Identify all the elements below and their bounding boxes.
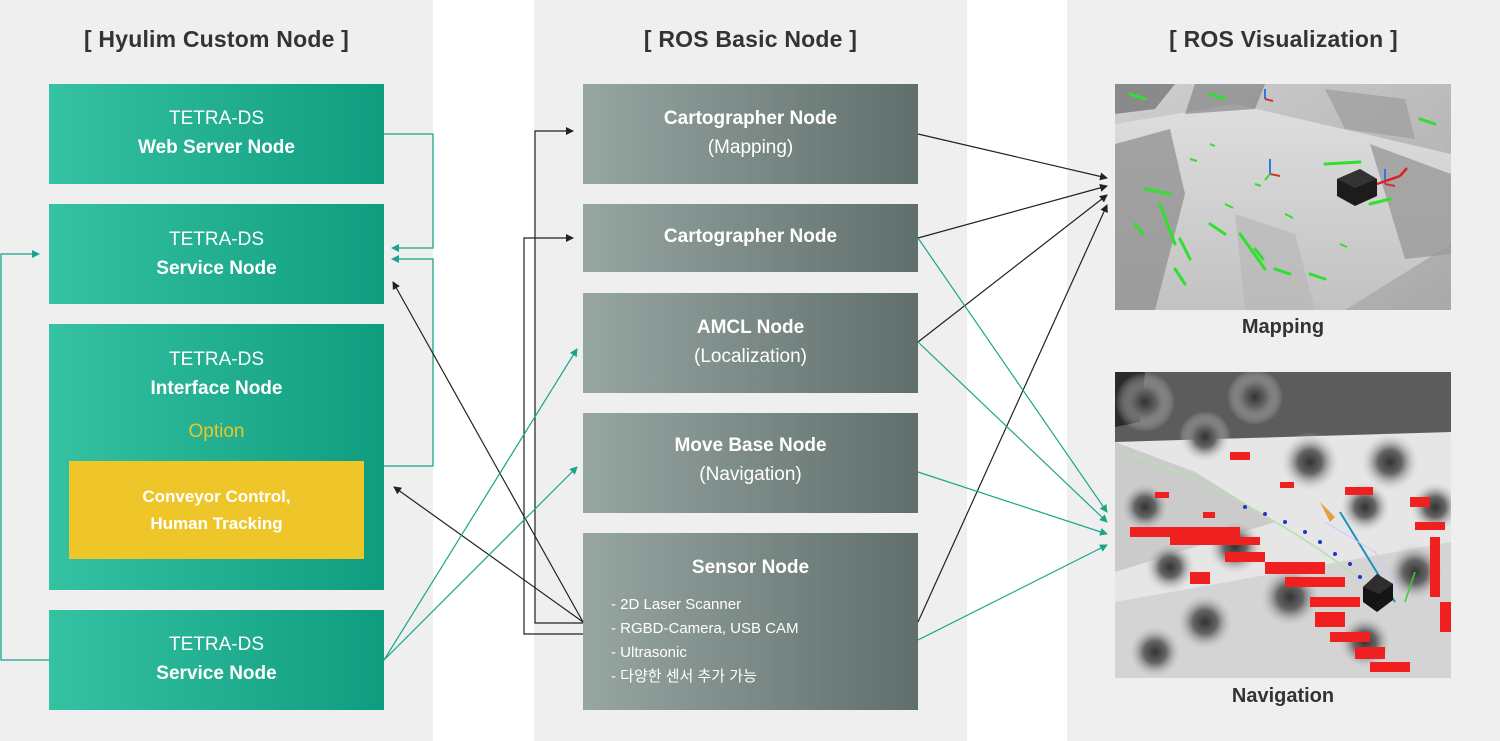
interface-to-service-line [384, 255, 434, 467]
move-base-line2: (Navigation) [699, 464, 802, 485]
move-base-to-navigation-line [917, 471, 1108, 536]
cartographer-mapping-line2: (Mapping) [707, 137, 794, 158]
cartographer-to-mapping-line [917, 184, 1108, 239]
service-node-bottom-line2: Service Node [156, 663, 277, 684]
service-node-bottom-line1: TETRA-DS [169, 634, 264, 655]
web-server-node: TETRA-DS Web Server Node [49, 84, 384, 184]
service-node-top-line1: TETRA-DS [169, 229, 264, 250]
sensor-line1: Sensor Node [691, 557, 810, 578]
service-bottom-to-service-top-line [0, 250, 49, 661]
navigation-image [1115, 372, 1451, 678]
cartographer-node: Cartographer Node [583, 204, 918, 272]
sensor-to-mapping-line [917, 204, 1108, 623]
option-label: Option [188, 421, 245, 442]
mapping-caption: Mapping [1241, 316, 1325, 338]
interface-node: TETRA-DS Interface Node Option Conveyor … [49, 324, 384, 590]
sensor-to-navigation-line [917, 544, 1108, 641]
navigation-scene [1115, 372, 1451, 678]
sensor-item: - RGBD-Camera, USB CAM [611, 620, 799, 637]
move-base-node: Move Base Node (Navigation) [583, 413, 918, 513]
cartographer-mapping-to-mapping-line [917, 133, 1108, 181]
option-box-line1: Conveyor Control, [142, 487, 291, 506]
amcl-node: AMCL Node (Localization) [583, 293, 918, 393]
cartographer-mapping-line1: Cartographer Node [663, 108, 838, 129]
sensor-to-cartographer-line [523, 234, 583, 635]
sensor-to-interface-line [393, 486, 584, 623]
sensor-item: - 2D Laser Scanner [611, 596, 742, 613]
basic-node-title: [ ROS Basic Node ] [643, 26, 858, 52]
sensor-item: - Ultrasonic [611, 644, 687, 661]
sensor-node: Sensor Node - 2D Laser Scanner - RGBD-Ca… [583, 533, 918, 710]
mapping-image [1115, 84, 1451, 310]
amcl-line1: AMCL Node [696, 317, 805, 338]
sensor-to-cartographer-mapping-line [534, 127, 583, 624]
sensor-to-service-top-line [392, 281, 584, 623]
sensor-list: - 2D Laser Scanner - RGBD-Camera, USB CA… [611, 593, 799, 689]
web-server-to-service-line [384, 133, 434, 252]
web-server-node-line1: TETRA-DS [169, 108, 264, 129]
service-bottom-to-amcl-line [383, 348, 578, 661]
interface-node-line2: Interface Node [150, 378, 283, 399]
move-base-line1: Move Base Node [674, 435, 827, 456]
sensor-item: - 다양한 센서 추가 가능 [611, 668, 757, 685]
service-bottom-to-move-base-line [383, 466, 578, 661]
service-node-bottom: TETRA-DS Service Node [49, 610, 384, 710]
service-node-top-line2: Service Node [156, 258, 277, 279]
amcl-to-mapping-line [917, 194, 1108, 343]
option-box: Conveyor Control, Human Tracking [69, 461, 364, 559]
service-node-top: TETRA-DS Service Node [49, 204, 384, 304]
amcl-to-navigation-line [917, 341, 1108, 523]
visualization-title: [ ROS Visualization ] [1169, 26, 1398, 52]
cartographer-line1: Cartographer Node [663, 226, 838, 247]
interface-node-line1: TETRA-DS [169, 349, 264, 370]
cartographer-mapping-node: Cartographer Node (Mapping) [583, 84, 918, 184]
cartographer-to-navigation-line [917, 237, 1108, 513]
custom-node-title: [ Hyulim Custom Node ] [83, 26, 350, 52]
amcl-line2: (Localization) [694, 346, 807, 367]
mapping-scene [1115, 84, 1451, 310]
web-server-node-line2: Web Server Node [138, 137, 295, 158]
option-box-line2: Human Tracking [150, 514, 283, 533]
navigation-caption: Navigation [1231, 685, 1335, 707]
